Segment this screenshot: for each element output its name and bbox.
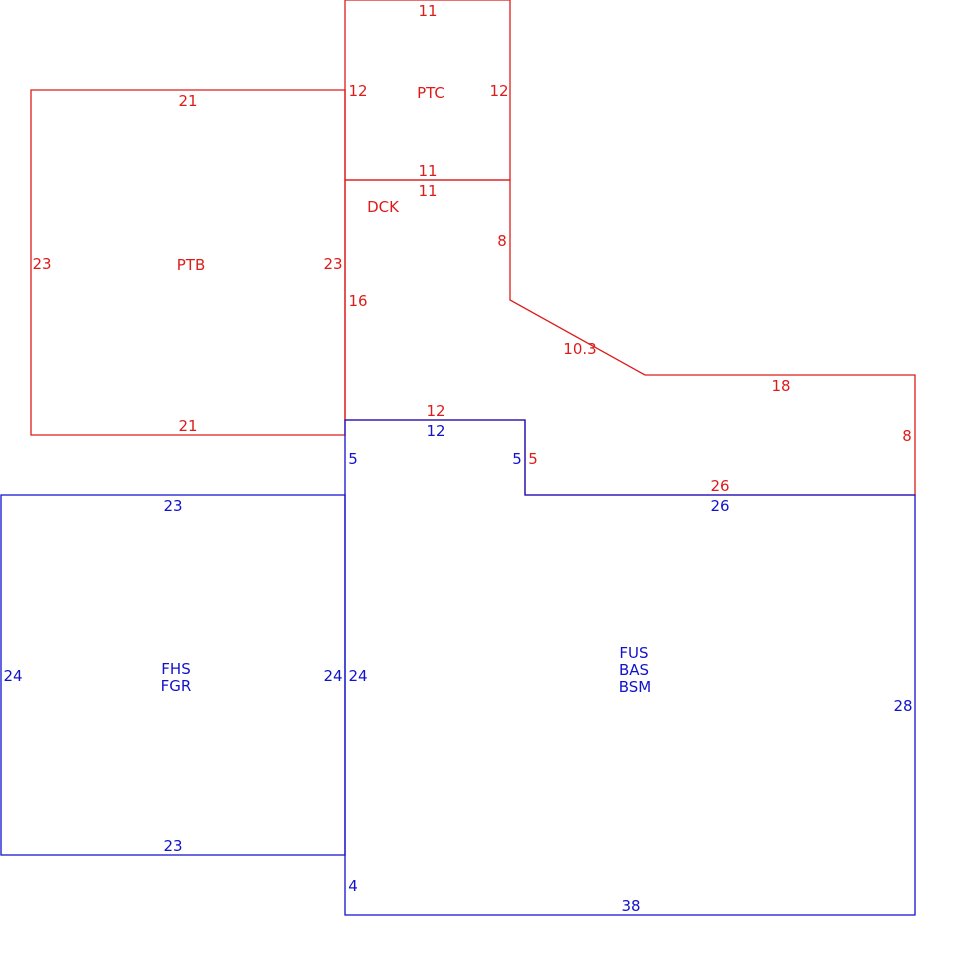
dck-right-dimension: 8 bbox=[902, 427, 912, 445]
ptb-right-dimension: 23 bbox=[323, 255, 342, 273]
ptc-right-dimension: 12 bbox=[489, 82, 508, 100]
ptb-bottom-dimension: 21 bbox=[178, 417, 197, 435]
fhs-top-dimension: 23 bbox=[163, 497, 182, 515]
ptb-left-dimension: 23 bbox=[32, 255, 51, 273]
dck-top-dimension: 11 bbox=[418, 182, 437, 200]
fus-label: FUS bbox=[619, 644, 648, 662]
fhs-left-dimension: 24 bbox=[3, 667, 22, 685]
dck-notch-top-dimension: 12 bbox=[426, 402, 445, 420]
fus-left-mid-dimension: 24 bbox=[348, 667, 367, 685]
fus-left-upper-dimension: 5 bbox=[348, 450, 358, 468]
dck-bottom-dimension: 26 bbox=[710, 477, 729, 495]
fhs-label: FHS bbox=[161, 660, 190, 678]
dck-ledge-dimension: 18 bbox=[771, 377, 790, 395]
fus-notch-top-dimension: 12 bbox=[426, 422, 445, 440]
fus-notch-side-dimension: 5 bbox=[512, 450, 522, 468]
bas-label: BAS bbox=[619, 661, 649, 679]
ptb-top-dimension: 21 bbox=[178, 92, 197, 110]
bsm-label: BSM bbox=[619, 678, 652, 696]
fhs-right-dimension: 24 bbox=[323, 667, 342, 685]
fus-right-dimension: 28 bbox=[893, 697, 912, 715]
dck-upper-right-dimension: 8 bbox=[497, 232, 507, 250]
dck-diagonal-dimension: 10.3 bbox=[563, 340, 596, 358]
fhs-bottom-dimension: 23 bbox=[163, 837, 182, 855]
ptc-label: PTC bbox=[417, 84, 445, 102]
dck-left-dimension: 16 bbox=[348, 292, 367, 310]
fus-bottom-dimension: 38 bbox=[621, 897, 640, 915]
ptc-left-dimension: 12 bbox=[348, 82, 367, 100]
dck-outline bbox=[344, 179, 916, 496]
fus-outline bbox=[344, 419, 916, 916]
fgr-label: FGR bbox=[161, 677, 192, 695]
ptc-bottom-dimension: 11 bbox=[418, 162, 437, 180]
dck-label: DCK bbox=[367, 198, 400, 216]
fus-left-lower-dimension: 4 bbox=[348, 877, 358, 895]
dck-notch-side-dimension: 5 bbox=[528, 450, 538, 468]
ptb-label: PTB bbox=[177, 256, 206, 274]
ptc-top-dimension: 11 bbox=[418, 2, 437, 20]
fus-step-top-dimension: 26 bbox=[710, 497, 729, 515]
